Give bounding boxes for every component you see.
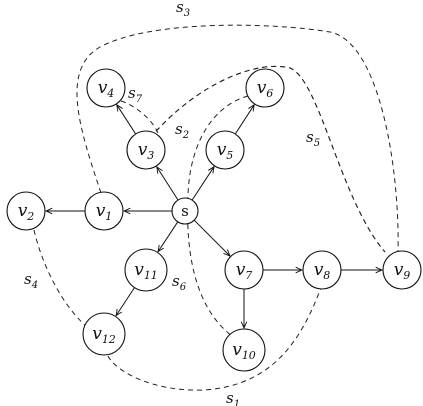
path-label-s5: s5 bbox=[306, 128, 320, 149]
node-v11-label: v bbox=[134, 260, 144, 280]
node-s-label: s bbox=[181, 202, 189, 220]
node-v6-label: v bbox=[257, 78, 267, 98]
svg-text:v9: v9 bbox=[394, 260, 411, 282]
path-labels: s1 s2 s3 s4 s5 s6 s7 bbox=[24, 0, 320, 406]
node-v3-subscript: 3 bbox=[147, 149, 154, 162]
svg-text:v3: v3 bbox=[138, 140, 155, 162]
node-v10: v10 bbox=[222, 328, 266, 372]
node-v5: v5 bbox=[205, 130, 245, 170]
node-v1: v1 bbox=[84, 191, 124, 231]
node-v2-subscript: 2 bbox=[26, 210, 34, 223]
path-s6 bbox=[187, 95, 249, 337]
node-v8: v8 bbox=[302, 250, 342, 290]
node-v1-label: v bbox=[96, 201, 106, 221]
path-label-s2: s2 bbox=[175, 120, 189, 141]
edge-v5-v6 bbox=[234, 105, 254, 135]
tree-edges bbox=[46, 105, 382, 328]
svg-text:v6: v6 bbox=[257, 78, 274, 100]
graph-nodes: s v1 v2 v3 v4 v5 v6 v7 bbox=[6, 68, 422, 372]
node-v9: v9 bbox=[382, 250, 422, 290]
dashed-paths bbox=[33, 24, 399, 391]
svg-text:v1: v1 bbox=[96, 201, 113, 223]
node-s: s bbox=[171, 197, 199, 225]
path-label-s7: s7 bbox=[128, 84, 143, 105]
node-v11: v11 bbox=[124, 248, 168, 292]
node-v9-subscript: 9 bbox=[403, 269, 410, 282]
path-s1 bbox=[107, 284, 323, 391]
node-v4-label: v bbox=[98, 78, 108, 98]
path-s5 bbox=[149, 65, 386, 253]
node-v12-label: v bbox=[92, 324, 102, 344]
path-label-s3: s3 bbox=[176, 0, 190, 19]
svg-text:v12: v12 bbox=[92, 324, 116, 346]
node-v9-label: v bbox=[394, 260, 404, 280]
path-label-s4: s4 bbox=[24, 270, 38, 291]
node-v6-subscript: 6 bbox=[266, 87, 273, 100]
node-v11-subscript: 11 bbox=[144, 269, 158, 282]
svg-text:v4: v4 bbox=[98, 78, 115, 100]
edge-s-v3 bbox=[157, 167, 179, 201]
edge-v3-v4 bbox=[117, 105, 137, 135]
edge-s-v7 bbox=[193, 219, 230, 256]
svg-text:v10: v10 bbox=[232, 340, 256, 362]
node-v2: v2 bbox=[6, 191, 46, 231]
svg-text:v8: v8 bbox=[314, 260, 331, 282]
svg-text:v5: v5 bbox=[217, 140, 234, 162]
node-v3-label: v bbox=[138, 140, 148, 160]
node-v7: v7 bbox=[224, 250, 264, 290]
node-v4-subscript: 4 bbox=[106, 87, 114, 100]
svg-text:v7: v7 bbox=[236, 260, 253, 282]
node-v2-label: v bbox=[18, 201, 28, 221]
node-v1-subscript: 1 bbox=[105, 210, 112, 223]
path-s3 bbox=[76, 24, 399, 254]
path-s7 bbox=[120, 100, 160, 137]
node-v7-subscript: 7 bbox=[245, 269, 252, 282]
node-v10-subscript: 10 bbox=[242, 349, 256, 362]
node-v5-label: v bbox=[217, 140, 227, 160]
node-v8-label: v bbox=[314, 260, 324, 280]
node-v7-label: v bbox=[236, 260, 246, 280]
svg-text:v2: v2 bbox=[18, 201, 35, 223]
node-v5-subscript: 5 bbox=[226, 149, 233, 162]
path-label-s6: s6 bbox=[172, 272, 187, 293]
node-v12: v12 bbox=[82, 312, 126, 356]
node-v6: v6 bbox=[245, 68, 285, 108]
node-v8-subscript: 8 bbox=[323, 269, 330, 282]
path-s4 bbox=[33, 229, 87, 327]
node-v3: v3 bbox=[126, 130, 166, 170]
svg-text:v11: v11 bbox=[134, 260, 158, 282]
node-v10-label: v bbox=[232, 340, 242, 360]
edge-s-v5 bbox=[191, 167, 214, 201]
edge-s-v11 bbox=[158, 221, 179, 252]
path-label-s1: s1 bbox=[226, 389, 240, 406]
edge-v11-v12 bbox=[116, 287, 135, 316]
node-v12-subscript: 12 bbox=[102, 333, 116, 346]
node-v4: v4 bbox=[86, 68, 126, 108]
